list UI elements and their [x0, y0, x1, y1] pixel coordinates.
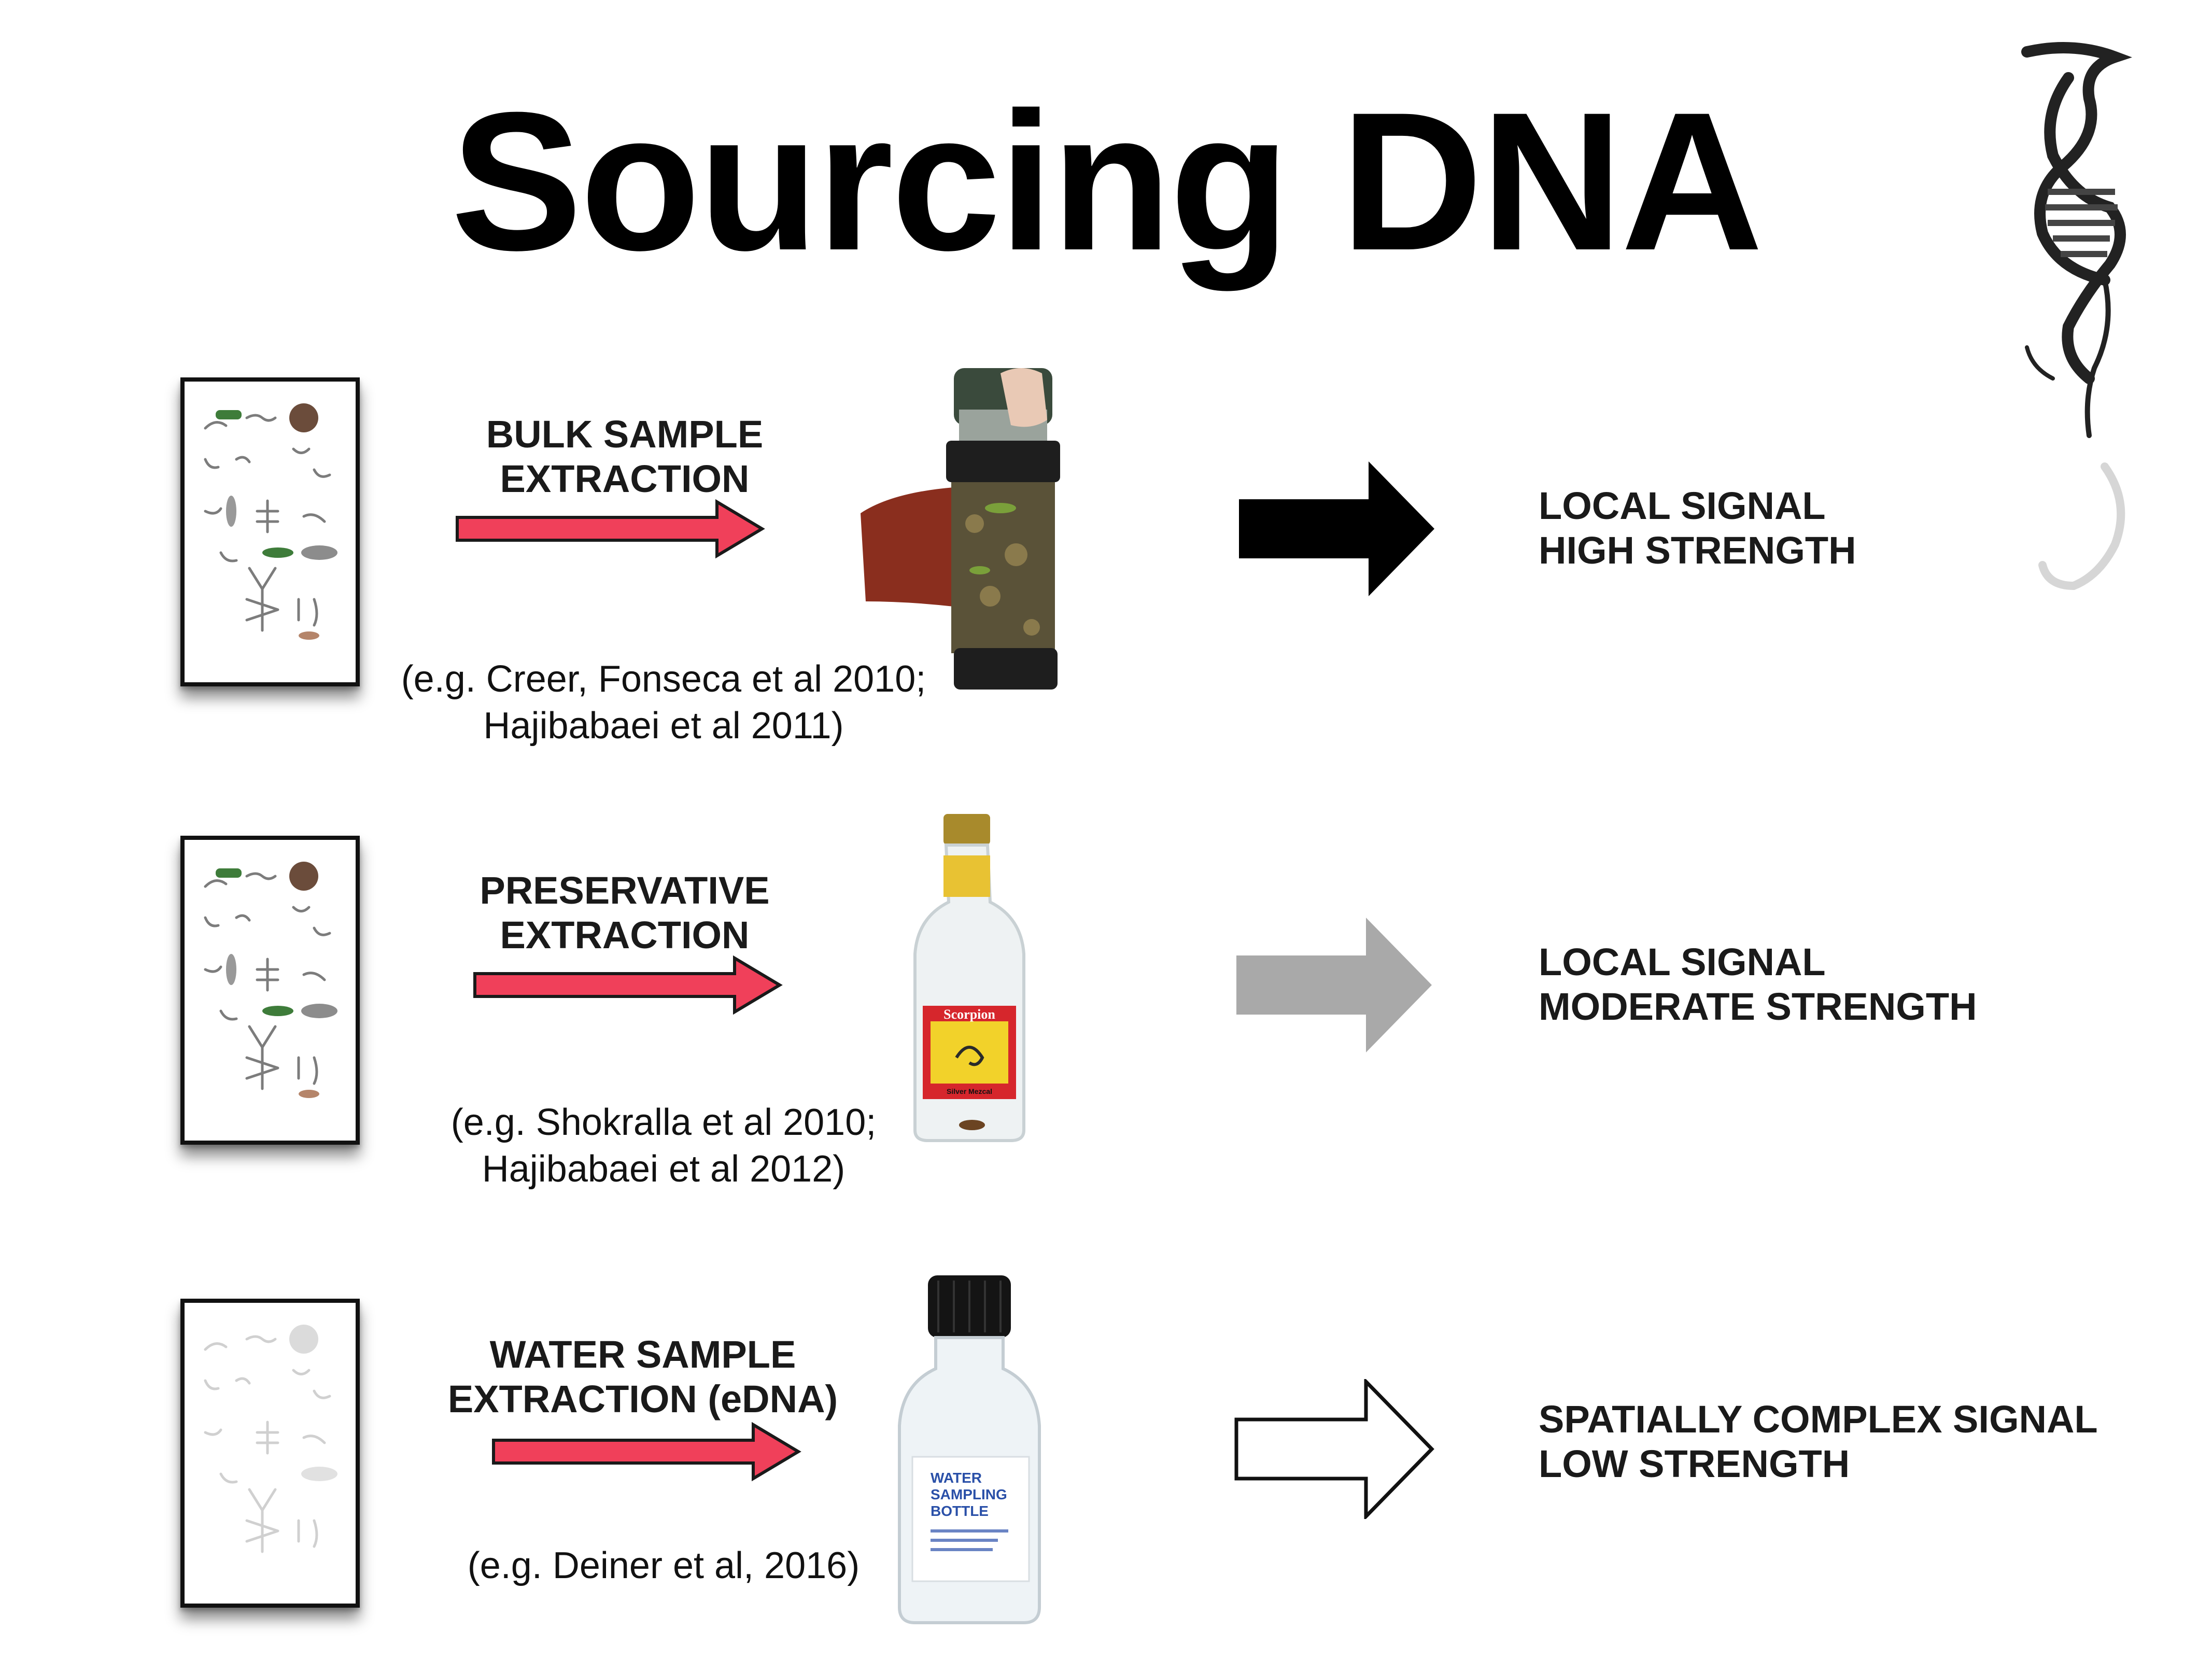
- citation: (e.g. Creer, Fonseca et al 2010; Hajibab…: [353, 656, 975, 749]
- bottle-label-text: BOTTLE: [931, 1503, 989, 1519]
- method-label: WATER SAMPLE EXTRACTION (eDNA): [430, 1332, 855, 1422]
- preservative-bottle-image: Scorpion Silver Mezcal: [913, 814, 1025, 1142]
- signal-label-line: SPATIALLY COMPLEX SIGNAL: [1539, 1398, 2098, 1441]
- signal-label: LOCAL SIGNAL MODERATE STRENGTH: [1539, 940, 1977, 1029]
- signal-arrow-icon: [1236, 918, 1432, 1052]
- citation-line: Hajibabaei et al 2012): [482, 1148, 846, 1190]
- invertebrate-card: [180, 377, 360, 686]
- signal-arrow-icon: [1234, 1379, 1434, 1519]
- method-label-line: BULK SAMPLE: [486, 413, 764, 456]
- citation: (e.g. Shokralla et al 2010; Hajibabaei e…: [353, 1099, 975, 1192]
- bottle-label-text: SAMPLING: [931, 1486, 1007, 1502]
- citation-line: (e.g. Shokralla et al 2010;: [450, 1102, 877, 1143]
- signal-label-line: LOCAL SIGNAL: [1539, 940, 1826, 983]
- dna-helix-icon: [2021, 42, 2132, 591]
- signal-label: SPATIALLY COMPLEX SIGNAL LOW STRENGTH: [1539, 1397, 2098, 1486]
- signal-arrow-icon: [1239, 461, 1434, 596]
- citation-line: (e.g. Creer, Fonseca et al 2010;: [401, 658, 926, 700]
- method-label-line: WATER SAMPLE: [489, 1333, 796, 1376]
- method-label-line: EXTRACTION: [500, 913, 750, 957]
- extraction-arrow-icon: [456, 499, 765, 559]
- invertebrate-card: [180, 1299, 360, 1608]
- invertebrates-faded-icon: [204, 1325, 337, 1553]
- signal-label: LOCAL SIGNAL HIGH STRENGTH: [1539, 484, 1856, 573]
- bulk-sample-jar-image: [861, 368, 1060, 690]
- extraction-arrow-icon: [492, 1422, 801, 1482]
- bottle-label-text: Scorpion: [943, 1007, 995, 1022]
- bottle-sublabel-text: Silver Mezcal: [947, 1087, 992, 1095]
- method-label-line: EXTRACTION: [500, 457, 750, 500]
- water-sampling-bottle-image: WATER SAMPLING BOTTLE: [898, 1275, 1041, 1624]
- citation-line: Hajibabaei et al 2011): [483, 705, 844, 747]
- bottle-label-text: WATER: [931, 1470, 982, 1486]
- signal-label-line: LOW STRENGTH: [1539, 1442, 1850, 1485]
- method-label: PRESERVATIVE EXTRACTION: [456, 868, 793, 958]
- method-label-line: PRESERVATIVE: [480, 869, 770, 912]
- method-label: BULK SAMPLE EXTRACTION: [456, 412, 793, 501]
- method-label-line: EXTRACTION (eDNA): [447, 1377, 838, 1421]
- invertebrate-card: [180, 836, 360, 1145]
- citation: (e.g. Deiner et al, 2016): [353, 1542, 975, 1589]
- signal-label-line: HIGH STRENGTH: [1539, 529, 1856, 572]
- invertebrates-icon: [204, 403, 337, 640]
- citation-line: (e.g. Deiner et al, 2016): [467, 1545, 860, 1586]
- signal-label-line: LOCAL SIGNAL: [1539, 484, 1826, 527]
- invertebrates-icon: [204, 862, 337, 1098]
- extraction-arrow-icon: [473, 955, 783, 1015]
- slide-title: Sourcing DNA: [450, 71, 1764, 291]
- signal-label-line: MODERATE STRENGTH: [1539, 985, 1977, 1028]
